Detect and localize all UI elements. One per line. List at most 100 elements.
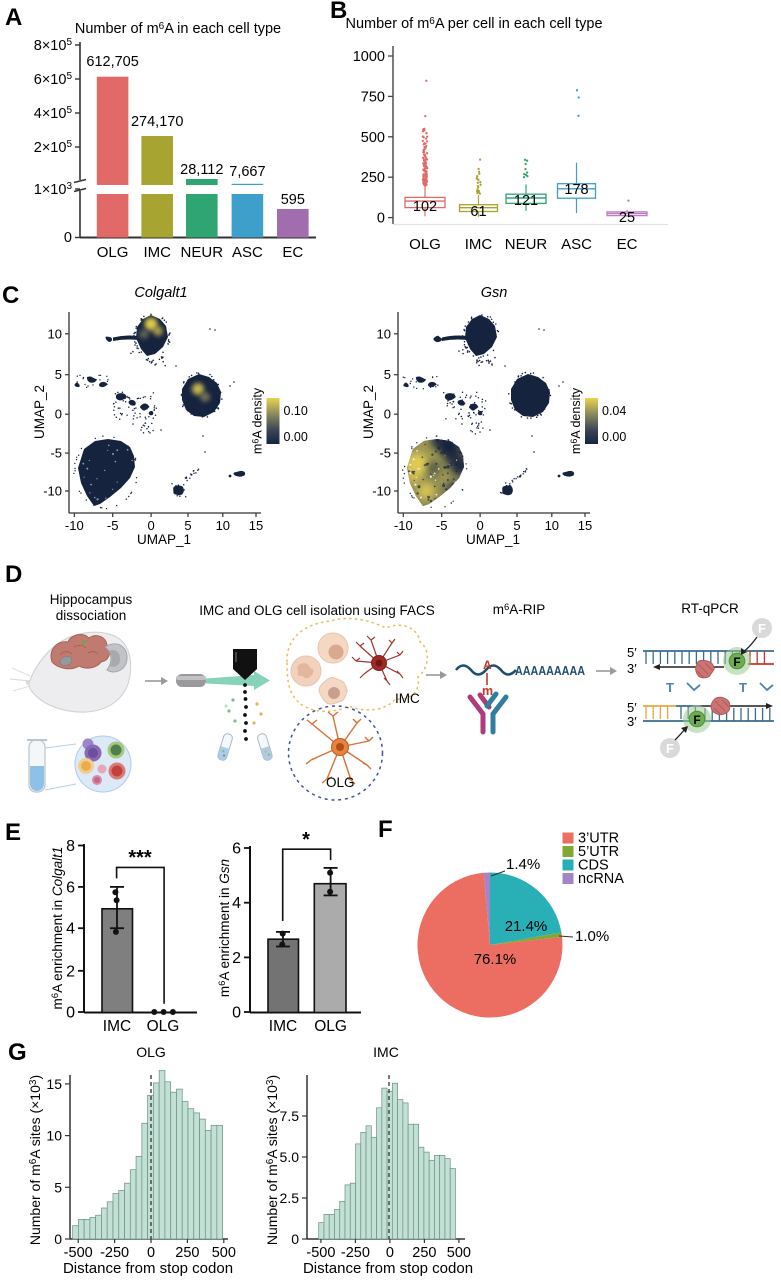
svg-text:F: F bbox=[733, 655, 740, 669]
svg-text:2.5: 2.5 bbox=[280, 1190, 300, 1206]
svg-text:250: 250 bbox=[361, 170, 385, 186]
svg-text:10: 10 bbox=[48, 326, 62, 341]
svg-text:Number of m6A sites (×103): Number of m6A sites (×103) bbox=[264, 1075, 280, 1245]
svg-text:G: G bbox=[8, 1039, 27, 1066]
svg-text:21.4%: 21.4% bbox=[505, 918, 548, 935]
svg-text:750: 750 bbox=[361, 89, 385, 105]
svg-text:612,705: 612,705 bbox=[86, 54, 138, 70]
svg-text:3’UTR: 3’UTR bbox=[578, 831, 619, 847]
svg-text:m6A density: m6A density bbox=[569, 387, 583, 454]
svg-text:B: B bbox=[330, 0, 347, 24]
svg-text:-5: -5 bbox=[379, 446, 391, 461]
svg-text:7.5: 7.5 bbox=[280, 1108, 300, 1124]
svg-text:0: 0 bbox=[386, 1245, 394, 1261]
svg-text:102: 102 bbox=[413, 199, 437, 215]
svg-text:NEUR: NEUR bbox=[181, 244, 224, 261]
svg-text:m6A-RIP: m6A-RIP bbox=[493, 602, 546, 617]
svg-text:OLG: OLG bbox=[314, 1018, 347, 1035]
svg-text:1×103: 1×103 bbox=[34, 181, 73, 198]
svg-text:6×105: 6×105 bbox=[34, 71, 73, 88]
svg-text:F: F bbox=[693, 713, 700, 727]
svg-text:NEUR: NEUR bbox=[505, 236, 548, 253]
svg-text:15: 15 bbox=[46, 1076, 62, 1092]
svg-text:0.00: 0.00 bbox=[602, 430, 626, 444]
svg-text:IMC: IMC bbox=[103, 1018, 131, 1035]
svg-text:500: 500 bbox=[212, 1245, 236, 1261]
svg-text:4: 4 bbox=[66, 921, 75, 938]
svg-text:C: C bbox=[2, 282, 19, 309]
svg-text:***: *** bbox=[128, 847, 152, 869]
svg-text:1.4%: 1.4% bbox=[506, 856, 540, 873]
svg-text:m6A enrichment in Gsn: m6A enrichment in Gsn bbox=[217, 859, 232, 997]
svg-text:6: 6 bbox=[232, 841, 241, 858]
svg-text:8×105: 8×105 bbox=[34, 37, 73, 54]
svg-text:6: 6 bbox=[66, 879, 75, 896]
svg-text:595: 595 bbox=[281, 192, 305, 208]
svg-text:m: m bbox=[482, 684, 493, 698]
svg-text:5: 5 bbox=[384, 367, 391, 382]
svg-text:8: 8 bbox=[66, 838, 75, 855]
svg-text:ncRNA: ncRNA bbox=[578, 871, 624, 887]
svg-text:Number of m6A sites (×103): Number of m6A sites (×103) bbox=[27, 1075, 43, 1245]
svg-text:OLG: OLG bbox=[409, 236, 441, 253]
svg-text:-10: -10 bbox=[394, 518, 413, 533]
svg-text:0: 0 bbox=[66, 1005, 75, 1022]
svg-text:0: 0 bbox=[384, 407, 391, 422]
svg-text:OLG: OLG bbox=[326, 775, 355, 790]
svg-text:1.0%: 1.0% bbox=[575, 928, 609, 945]
svg-text:A: A bbox=[5, 4, 22, 31]
svg-text:250: 250 bbox=[175, 1245, 199, 1261]
svg-text:IMC: IMC bbox=[143, 244, 171, 261]
svg-text:RT-qPCR: RT-qPCR bbox=[681, 601, 739, 616]
svg-text:Hippocampus: Hippocampus bbox=[50, 592, 133, 607]
svg-text:UMAP_2: UMAP_2 bbox=[361, 385, 376, 439]
svg-text:0: 0 bbox=[476, 518, 483, 533]
svg-text:m6A density: m6A density bbox=[251, 387, 265, 454]
svg-text:UMAP_1: UMAP_1 bbox=[137, 532, 191, 547]
svg-text:2: 2 bbox=[232, 950, 241, 967]
svg-text:15: 15 bbox=[578, 518, 592, 533]
svg-text:28,112: 28,112 bbox=[180, 162, 223, 178]
svg-text:-250: -250 bbox=[100, 1245, 129, 1261]
svg-text:CDS: CDS bbox=[578, 858, 609, 874]
svg-text:4: 4 bbox=[232, 895, 241, 912]
svg-text:15: 15 bbox=[249, 518, 263, 533]
svg-text:-5: -5 bbox=[107, 518, 119, 533]
svg-text:*: * bbox=[302, 829, 310, 851]
svg-text:ASC: ASC bbox=[561, 236, 592, 253]
svg-text:3′: 3′ bbox=[627, 714, 637, 729]
svg-text:5’UTR: 5’UTR bbox=[578, 844, 619, 860]
svg-text:Distance from stop codon: Distance from stop codon bbox=[303, 1260, 473, 1277]
svg-text:-5: -5 bbox=[50, 446, 62, 461]
svg-text:0: 0 bbox=[232, 1005, 241, 1022]
svg-text:10: 10 bbox=[216, 518, 230, 533]
svg-text:Gsn: Gsn bbox=[481, 285, 508, 301]
svg-text:0.04: 0.04 bbox=[602, 404, 626, 418]
svg-text:0: 0 bbox=[291, 1231, 299, 1247]
svg-text:-10: -10 bbox=[65, 518, 84, 533]
svg-text:AAAAAAAAA: AAAAAAAAA bbox=[515, 663, 586, 678]
svg-text:2: 2 bbox=[66, 963, 75, 980]
svg-text:10: 10 bbox=[545, 518, 559, 533]
svg-text:E: E bbox=[5, 819, 21, 846]
svg-text:274,170: 274,170 bbox=[131, 114, 183, 130]
svg-text:10: 10 bbox=[377, 326, 391, 341]
svg-text:0: 0 bbox=[55, 407, 62, 422]
svg-text:5: 5 bbox=[513, 518, 520, 533]
svg-text:A: A bbox=[483, 658, 492, 672]
svg-text:-10: -10 bbox=[372, 484, 391, 499]
svg-text:T: T bbox=[739, 680, 747, 695]
svg-text:IMC: IMC bbox=[269, 1018, 297, 1035]
svg-text:5: 5 bbox=[184, 518, 191, 533]
svg-text:Number of m6A per cell in each: Number of m6A per cell in each cell type bbox=[345, 16, 602, 32]
svg-text:EC: EC bbox=[282, 244, 303, 261]
svg-text:0: 0 bbox=[147, 518, 154, 533]
svg-text:UMAP_2: UMAP_2 bbox=[32, 385, 47, 439]
svg-text:5: 5 bbox=[54, 1179, 62, 1195]
svg-text:178: 178 bbox=[564, 182, 588, 198]
svg-text:4×105: 4×105 bbox=[34, 105, 73, 122]
svg-text:5.0: 5.0 bbox=[280, 1149, 300, 1165]
svg-text:7,667: 7,667 bbox=[229, 164, 265, 180]
svg-text:3′: 3′ bbox=[627, 661, 637, 676]
svg-text:-10: -10 bbox=[43, 484, 62, 499]
